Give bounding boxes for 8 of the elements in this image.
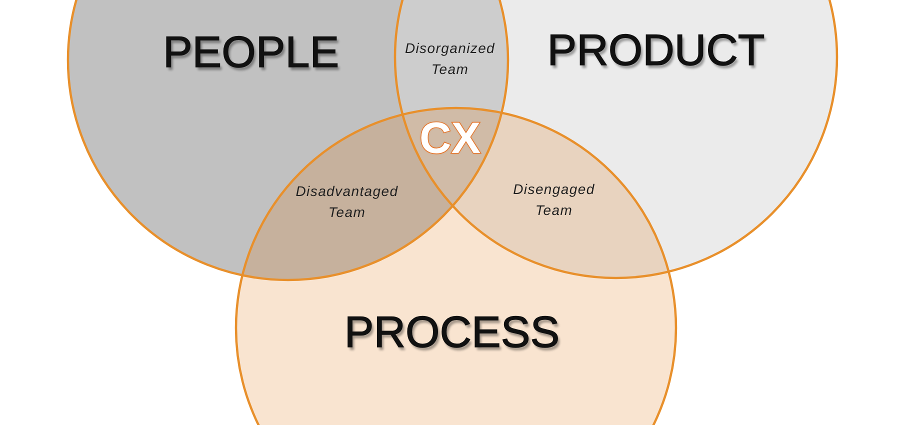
venn-circle <box>234 106 678 425</box>
center-label: CX <box>419 117 481 161</box>
region-label: Disengaged Team <box>512 180 596 220</box>
circle-label: PEOPLE <box>162 31 340 75</box>
circle-label: PROCESS <box>344 311 560 355</box>
circle-label: PRODUCT <box>547 29 765 73</box>
region-label: Disorganized Team <box>404 39 496 79</box>
region-label: Disadvantaged Team <box>294 182 400 222</box>
